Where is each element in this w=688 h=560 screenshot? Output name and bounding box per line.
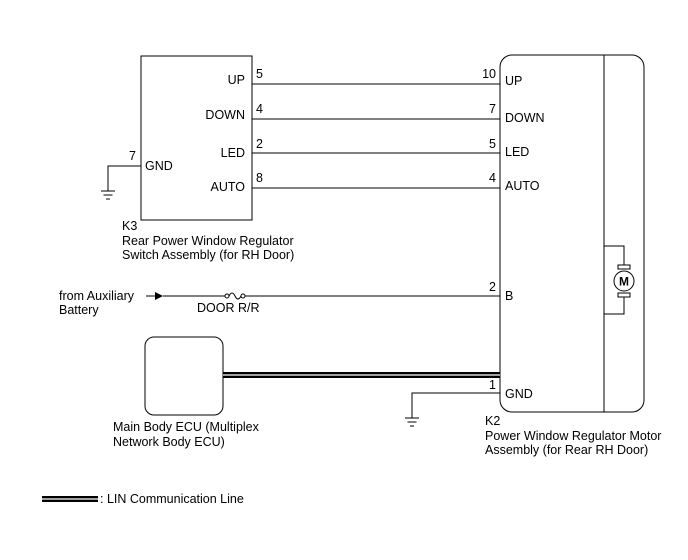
k3-terminal-down-label: DOWN	[205, 108, 245, 122]
k2-motor-assembly-box	[499, 54, 645, 413]
k3-terminal-up-label: UP	[228, 73, 245, 87]
k2-name-line1: Power Window Regulator Motor	[485, 429, 661, 443]
k2-pin-down: 7	[489, 102, 496, 116]
k3-name-line1: Rear Power Window Regulator	[122, 234, 294, 248]
k3-terminal-auto-label: AUTO	[211, 180, 246, 194]
k3-pin-auto: 8	[256, 171, 263, 185]
legend-lin-line-sample	[42, 496, 98, 502]
k3-ground-icon	[101, 190, 115, 200]
k3-ground-wire	[107, 165, 141, 191]
aux-source-line1: from Auxiliary	[59, 289, 135, 303]
k3-terminal-gnd-label: GND	[145, 159, 173, 173]
k3-pin-gnd: 7	[129, 149, 136, 163]
k2-terminal-down-label: DOWN	[505, 111, 545, 125]
main-body-ecu-box	[144, 336, 224, 416]
ecu-name-line1: Main Body ECU (Multiplex	[113, 420, 260, 434]
k2-pin-b: 2	[489, 280, 496, 294]
k2-terminal-auto-label: AUTO	[505, 179, 540, 193]
motor-symbol-label: M	[619, 275, 629, 289]
k2-terminal-gnd-label: GND	[505, 387, 533, 401]
motor-icon	[613, 264, 635, 298]
k2-terminal-up-label: UP	[505, 74, 522, 88]
k3-name-line2: Switch Assembly (for RH Door)	[122, 248, 294, 262]
k2-name-line2: Assembly (for Rear RH Door)	[485, 443, 648, 457]
k2-pin-up: 10	[482, 67, 496, 81]
fuse-label: DOOR R/R	[197, 301, 260, 315]
k3-pin-led: 2	[256, 137, 263, 151]
legend-text: : LIN Communication Line	[100, 492, 244, 506]
ecu-name-line2: Network Body ECU)	[113, 435, 225, 449]
aux-source-line2: Battery	[59, 303, 99, 317]
motor-wire-bottom	[604, 294, 625, 315]
k3-switch-box	[140, 55, 253, 221]
k2-terminal-b-label: B	[505, 289, 513, 303]
k2-pin-gnd: 1	[489, 378, 496, 392]
k2-ground-icon	[405, 417, 419, 427]
k2-terminal-led-label: LED	[505, 145, 529, 159]
motor-wire-top	[604, 245, 625, 268]
k3-pin-down: 4	[256, 102, 263, 116]
k3-code: K3	[122, 219, 137, 233]
k2-pin-auto: 4	[489, 171, 496, 185]
k2-code: K2	[485, 414, 500, 428]
k2-pin-led: 5	[489, 137, 496, 151]
arrow-right-icon	[146, 292, 163, 300]
fuse-icon	[224, 292, 246, 300]
k2-ground-wire	[411, 392, 500, 418]
k3-terminal-led-label: LED	[221, 146, 245, 160]
lin-communication-line	[223, 372, 500, 378]
k3-pin-up: 5	[256, 67, 263, 81]
